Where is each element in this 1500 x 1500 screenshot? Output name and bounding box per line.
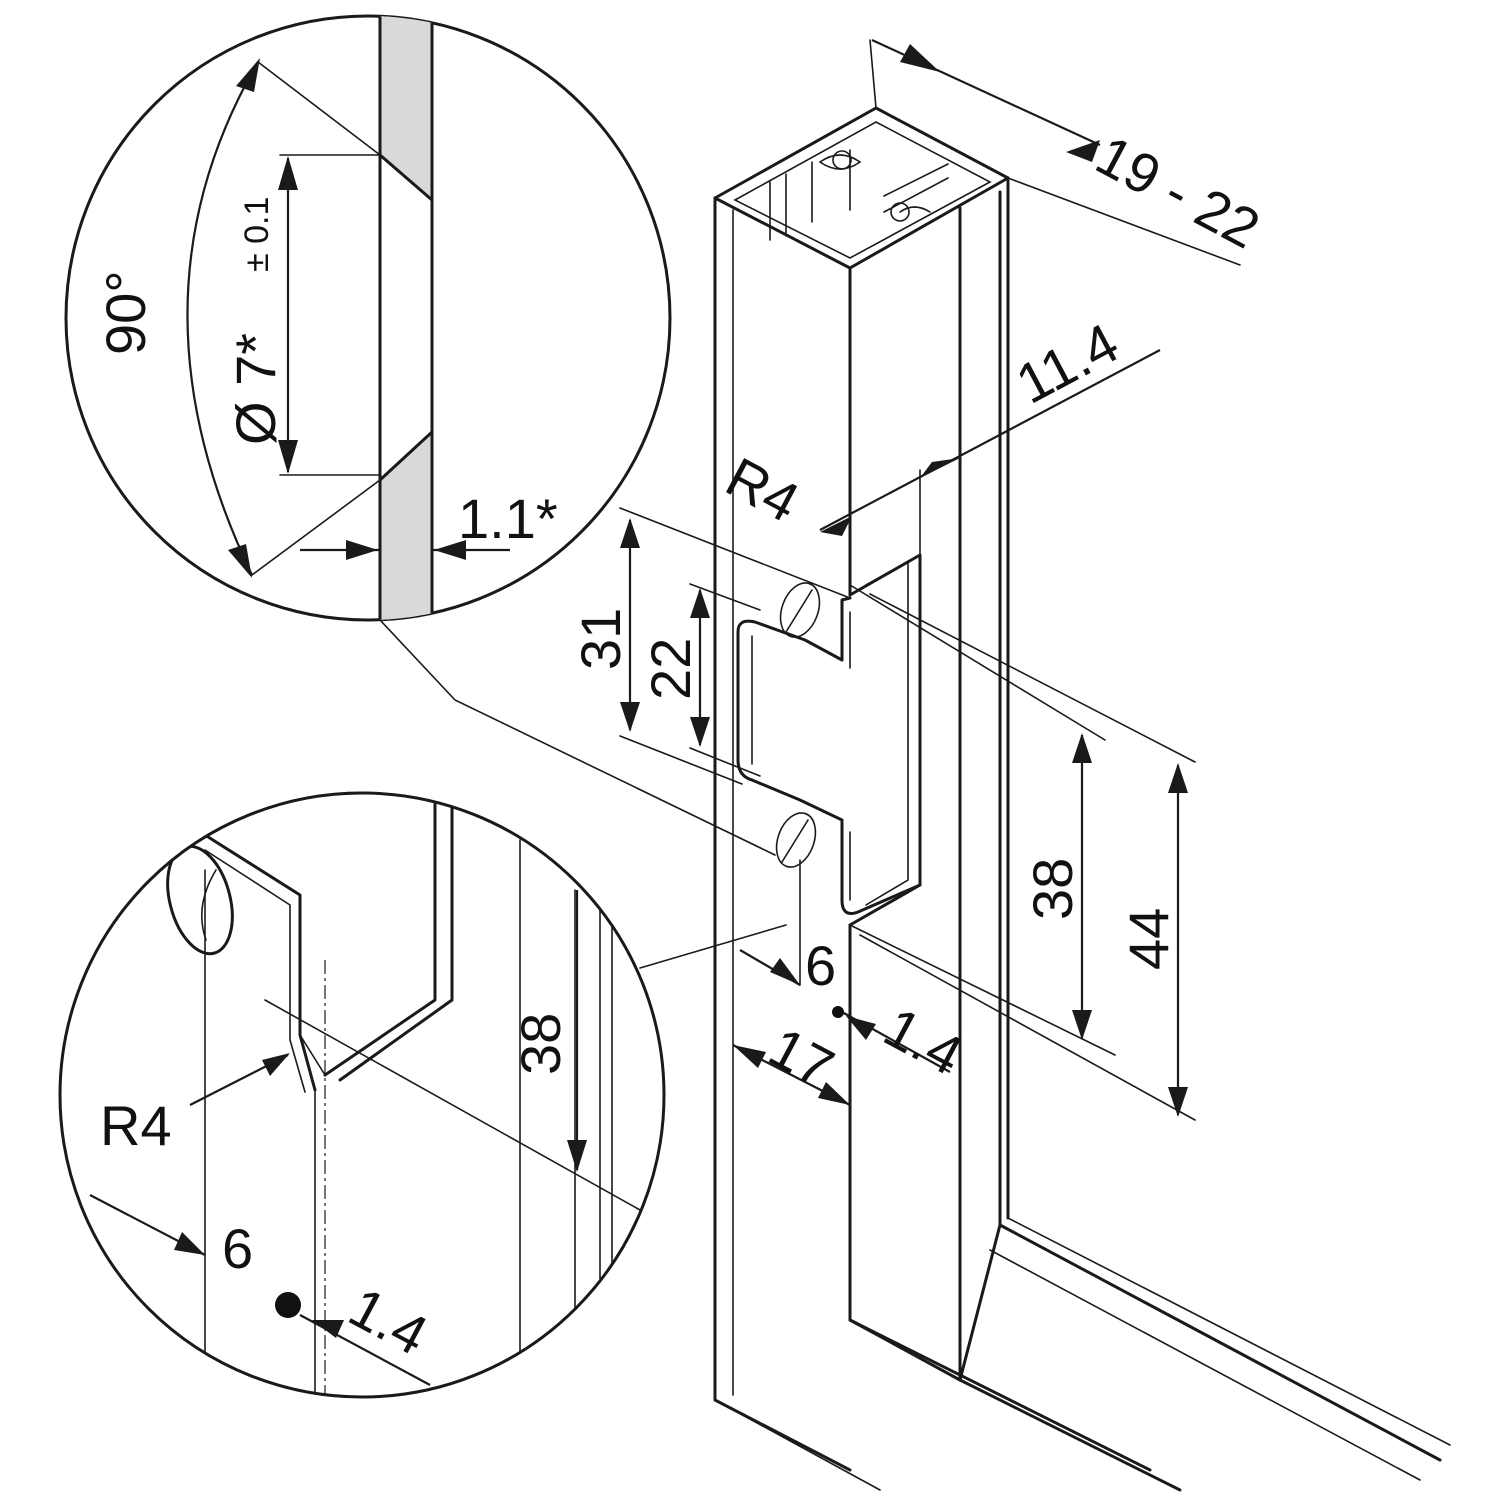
dimension-lines bbox=[619, 39, 1241, 1121]
label-gap-1-4-main: 1.4 bbox=[874, 995, 972, 1087]
detail-plate-corner bbox=[58, 791, 666, 1399]
label-gap-1-4-detail: 1.4 bbox=[339, 1275, 437, 1367]
label-height-22: 22 bbox=[639, 638, 702, 700]
label-height-38-main: 38 bbox=[1021, 858, 1084, 920]
label-height-31: 31 bbox=[569, 608, 632, 670]
label-radius-main: R4 bbox=[716, 445, 809, 534]
label-angle-90: 90° bbox=[94, 270, 157, 355]
frame-profile bbox=[713, 106, 1451, 1492]
label-height-44: 44 bbox=[1117, 908, 1180, 970]
label-height-38-detail: 38 bbox=[509, 1013, 572, 1075]
labels: 19 - 22 11.4 R4 31 22 38 44 6 17 1.4 90°… bbox=[94, 123, 1270, 1367]
label-width-6-detail: 6 bbox=[222, 1217, 253, 1280]
strike-plate bbox=[736, 582, 922, 915]
label-profile-width: 19 - 22 bbox=[1086, 123, 1270, 260]
detail-hole-section bbox=[64, 14, 672, 622]
detail-leaders bbox=[379, 619, 787, 969]
label-width-6-main: 6 bbox=[805, 934, 836, 997]
label-radius-detail: R4 bbox=[100, 1094, 172, 1157]
label-tolerance: ± 0.1 bbox=[238, 197, 276, 272]
label-thickness-1-1: 1.1* bbox=[458, 487, 558, 550]
label-diameter-7: Ø 7* bbox=[224, 333, 287, 445]
